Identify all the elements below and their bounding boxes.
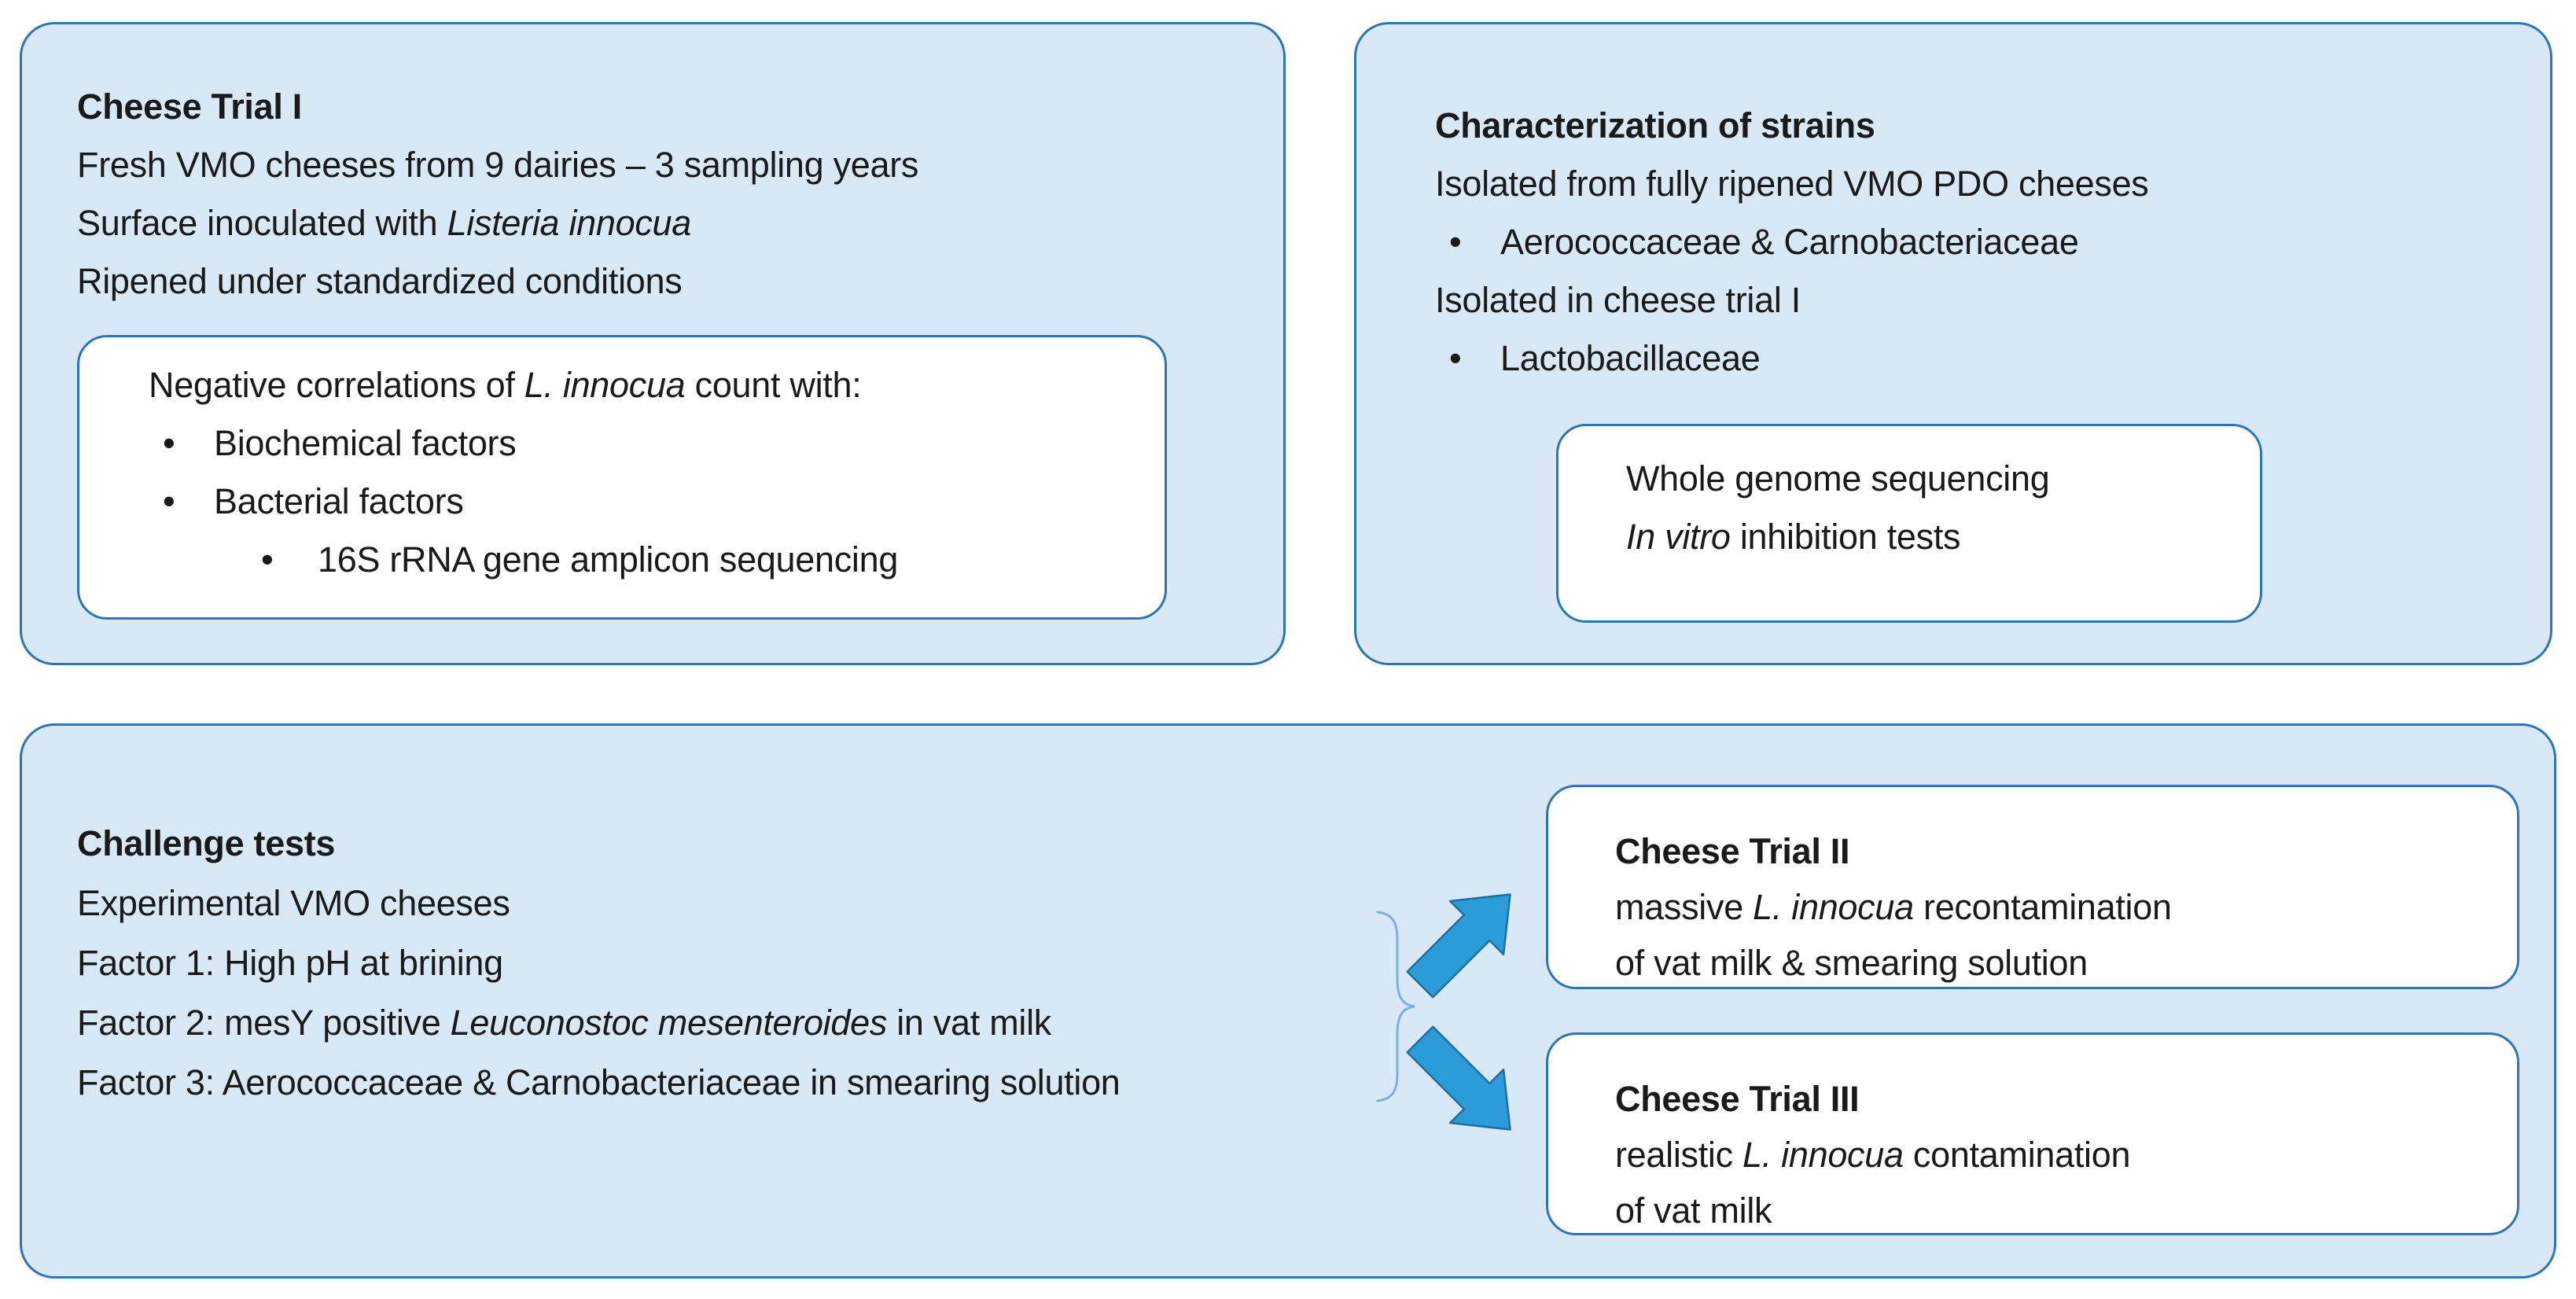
- cheese-trial-1-title: Cheese Trial I: [77, 86, 302, 127]
- text-segment: of vat milk: [1615, 1190, 1772, 1231]
- text-segment: Experimental VMO cheeses: [77, 883, 510, 923]
- arrow-up-right-icon: [1406, 893, 1511, 999]
- callout-line: Whole genome sequencing: [1626, 450, 2050, 508]
- cheese-trial-2-box: Cheese Trial II massive L. innocua recon…: [1546, 785, 2519, 989]
- strains-title: Characterization of strains: [1435, 105, 1875, 145]
- text-segment: massive: [1615, 887, 1754, 927]
- text-segment: In vitro: [1626, 517, 1731, 557]
- text-segment: Lactobacillaceae: [1500, 338, 1761, 378]
- cheese-trial-1-text: Cheese Trial I Fresh VMO cheeses from 9 …: [77, 78, 918, 311]
- connector-graphics: [1376, 893, 1511, 1131]
- cheese-trial-3-line: of vat milk: [1615, 1183, 2130, 1238]
- text-segment: Listeria innocua: [447, 203, 692, 243]
- text-segment: Bacterial factors: [214, 481, 464, 521]
- arrow-down-right-icon: [1406, 1025, 1511, 1131]
- cheese-trial-3-box: Cheese Trial III realistic L. innocua co…: [1546, 1032, 2519, 1235]
- text-segment: contamination: [1903, 1135, 2131, 1175]
- text-segment: Factor 3: Aerococcaceae & Carnobacteriac…: [77, 1062, 1121, 1102]
- bullet-icon: •: [163, 481, 175, 521]
- bullet-text: Aerococcaceae & Carnobacteriaceae: [1500, 222, 2079, 262]
- cheese-trial-2-text: Cheese Trial II massive L. innocua recon…: [1615, 823, 2172, 991]
- text-segment: count with:: [685, 365, 862, 405]
- bullet-text: 16S rRNA gene amplicon sequencing: [318, 539, 898, 580]
- cheese-trial-3-title: Cheese Trial III: [1615, 1079, 1860, 1119]
- strains-bullet-lactobacillaceae: • Lactobacillaceae: [1435, 329, 2149, 388]
- challenge-line-factor-2: Factor 2: mesY positive Leuconostoc mese…: [77, 993, 1121, 1053]
- negative-correlations-text: Negative correlations of L. innocua coun…: [149, 356, 898, 589]
- text-segment: L. innocua: [1753, 887, 1914, 927]
- bullet-text: Biochemical factors: [214, 423, 517, 463]
- text-segment: Leuconostoc mesenteroides: [450, 1003, 888, 1043]
- strains-text: Characterization of strains Isolated fro…: [1435, 97, 2149, 388]
- strains-bullet-aerococcaceae: • Aerococcaceae & Carnobacteriaceae: [1435, 213, 2149, 271]
- text-segment: Surface inoculated with: [77, 203, 447, 243]
- callout-bullet-biochemical: • Biochemical factors: [149, 414, 898, 473]
- text-segment: Isolated in cheese trial I: [1435, 280, 1801, 320]
- text-segment: Negative correlations of: [149, 365, 524, 405]
- text-segment: Factor 1: High pH at brining: [77, 943, 503, 983]
- challenge-line: Experimental VMO cheeses: [77, 874, 1121, 933]
- panel-challenge-tests: Challenge tests Experimental VMO cheeses…: [20, 723, 2556, 1279]
- text-segment: inhibition tests: [1730, 517, 1961, 557]
- text-segment: L. innocua: [1742, 1135, 1904, 1175]
- genome-sequencing-text: Whole genome sequencing In vitro inhibit…: [1626, 450, 2050, 566]
- cheese-trial-3-text: Cheese Trial III realistic L. innocua co…: [1615, 1071, 2131, 1238]
- callout-line: In vitro inhibition tests: [1626, 508, 2049, 566]
- callout-subbullet-16s: • 16S rRNA gene amplicon sequencing: [149, 531, 898, 589]
- bullet-text: Bacterial factors: [214, 481, 464, 521]
- text-segment: of vat milk & smearing solution: [1615, 943, 2088, 983]
- strains-line: Isolated from fully ripened VMO PDO chee…: [1435, 155, 2149, 213]
- text-segment: realistic: [1615, 1135, 1743, 1175]
- challenge-line-factor-1: Factor 1: High pH at brining: [77, 933, 1121, 993]
- text-segment: Aerococcaceae & Carnobacteriaceae: [1500, 222, 2079, 262]
- text-segment: Fresh VMO cheeses from 9 dairies – 3 sam…: [77, 145, 919, 185]
- challenge-text: Challenge tests Experimental VMO cheeses…: [77, 814, 1121, 1113]
- challenge-title: Challenge tests: [77, 823, 336, 863]
- panel-cheese-trial-1: Cheese Trial I Fresh VMO cheeses from 9 …: [20, 22, 1286, 665]
- panel-characterization-of-strains: Characterization of strains Isolated fro…: [1354, 22, 2552, 665]
- cheese-trial-3-line: realistic L. innocua contamination: [1615, 1127, 2131, 1183]
- bullet-icon: •: [261, 539, 274, 580]
- cheese-trial-1-line: Ripened under standardized conditions: [77, 252, 918, 311]
- text-segment: L. innocua: [524, 365, 686, 405]
- text-segment: Whole genome sequencing: [1626, 458, 2050, 499]
- cheese-trial-1-line: Surface inoculated with Listeria innocua: [77, 194, 918, 252]
- genome-sequencing-callout: Whole genome sequencing In vitro inhibit…: [1556, 424, 2262, 623]
- cheese-trial-2-line: of vat milk & smearing solution: [1615, 935, 2172, 991]
- negative-correlations-callout: Negative correlations of L. innocua coun…: [77, 335, 1167, 620]
- bullet-icon: •: [1449, 338, 1462, 378]
- curly-brace: [1376, 911, 1415, 1102]
- challenge-line-factor-3: Factor 3: Aerococcaceae & Carnobacteriac…: [77, 1053, 1121, 1113]
- bullet-icon: •: [163, 423, 175, 463]
- bullet-text: Lactobacillaceae: [1500, 338, 1761, 378]
- text-segment: Isolated from fully ripened VMO PDO chee…: [1435, 164, 2149, 204]
- cheese-trial-2-title: Cheese Trial II: [1615, 831, 1850, 871]
- text-segment: in vat milk: [887, 1003, 1051, 1043]
- text-segment: Ripened under standardized conditions: [77, 261, 683, 301]
- text-segment: 16S rRNA gene amplicon sequencing: [318, 539, 899, 580]
- text-segment: recontamination: [1913, 887, 2172, 927]
- callout-header: Negative correlations of L. innocua coun…: [149, 356, 898, 414]
- text-segment: Factor 2: mesY positive: [77, 1003, 451, 1043]
- bullet-icon: •: [1449, 222, 1462, 262]
- cheese-trial-2-line: massive L. innocua recontamination: [1615, 879, 2172, 935]
- cheese-trial-1-line: Fresh VMO cheeses from 9 dairies – 3 sam…: [77, 136, 918, 194]
- strains-line: Isolated in cheese trial I: [1435, 271, 2149, 329]
- text-segment: Biochemical factors: [214, 423, 517, 463]
- callout-bullet-bacterial: • Bacterial factors: [149, 473, 898, 531]
